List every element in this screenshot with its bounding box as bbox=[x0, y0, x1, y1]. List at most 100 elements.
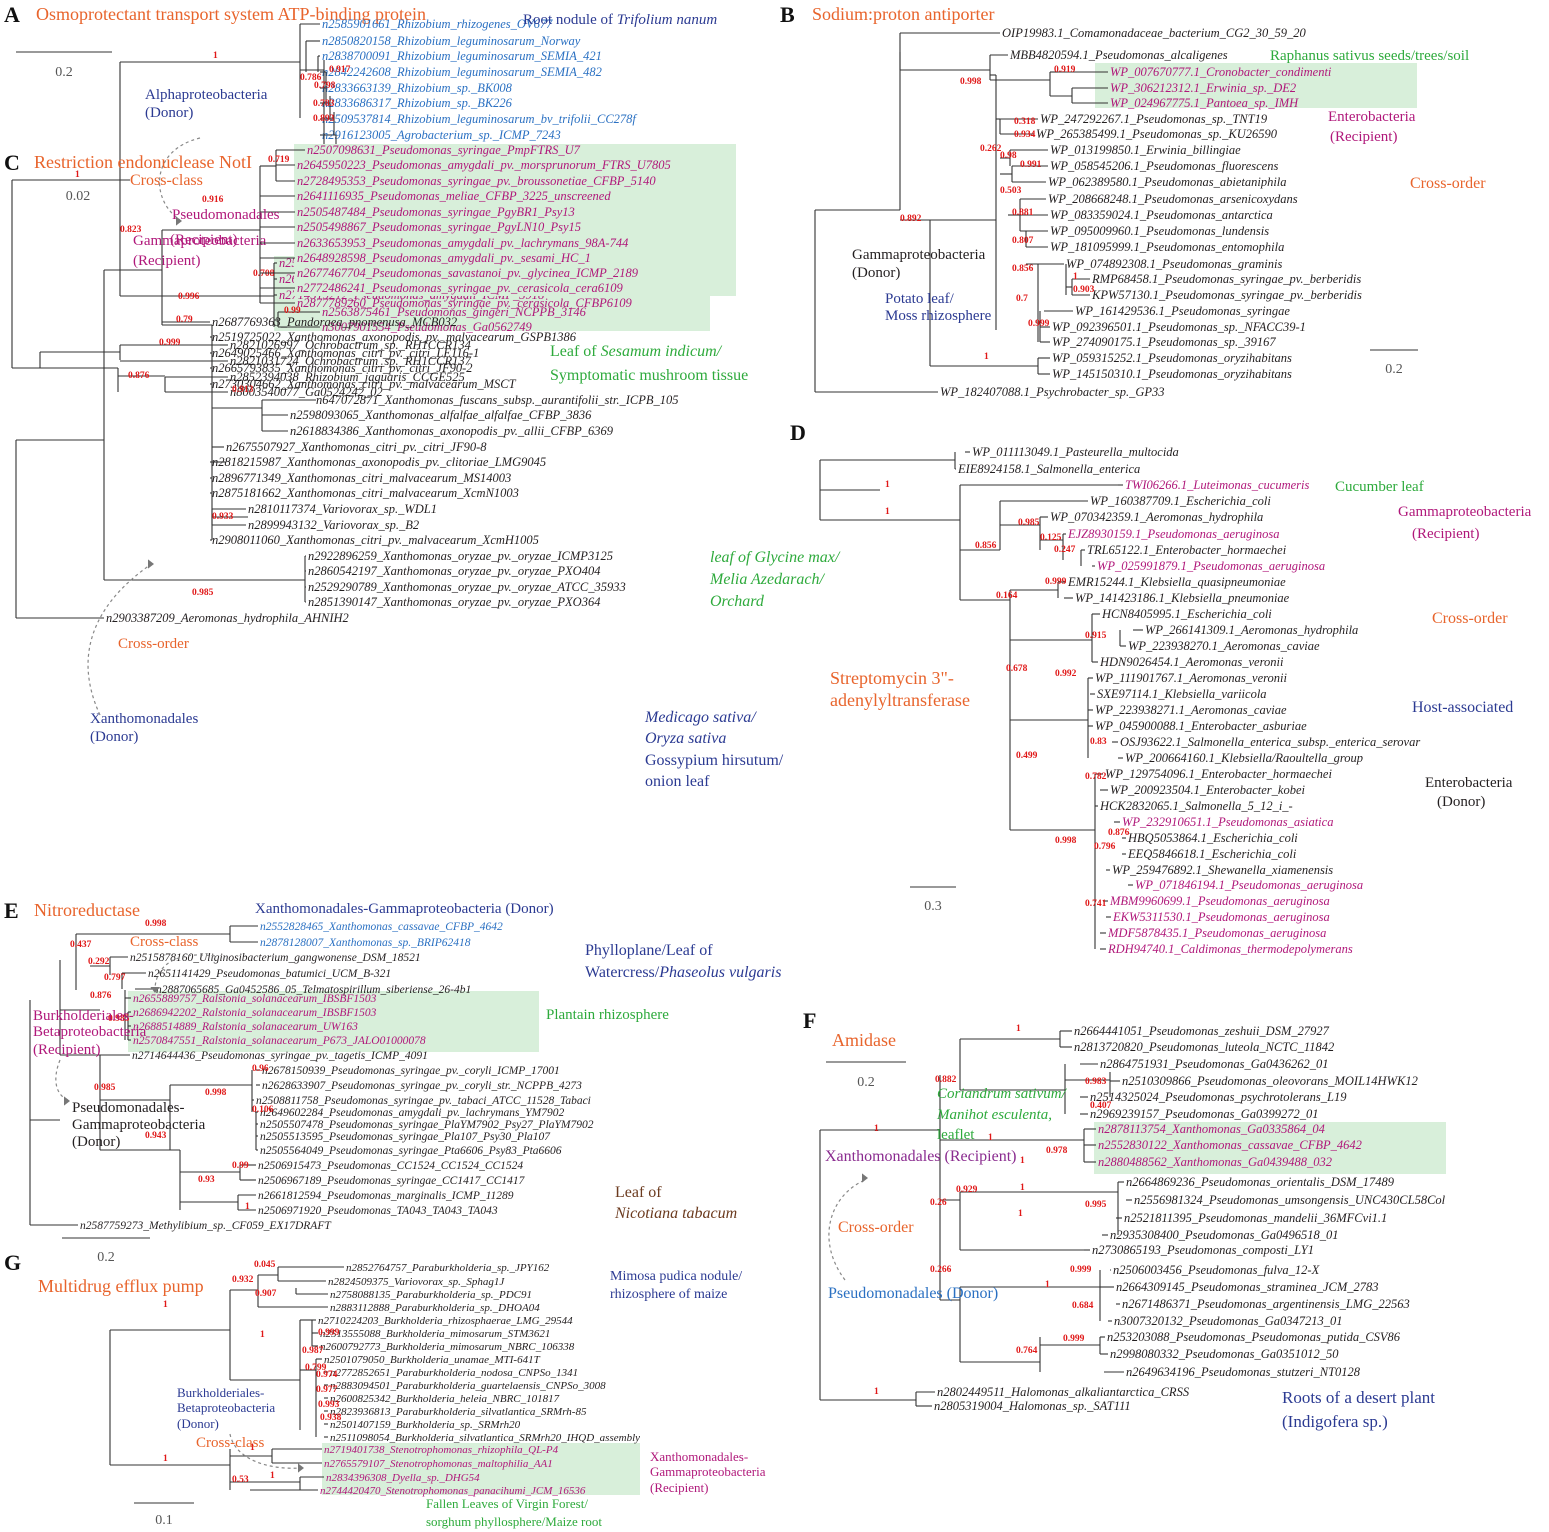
support-value: 0.996 bbox=[178, 292, 200, 302]
leaf-label: n2633653953_Pseudomonas_amygdali_pv._lac… bbox=[297, 236, 628, 250]
support-value: 0.786 bbox=[300, 73, 322, 83]
leaf-label: n2519725022_Xanthomonas_axonopodis_pv._m… bbox=[212, 330, 577, 344]
support-value: 1 bbox=[1016, 1024, 1021, 1034]
annotation: Leaf of bbox=[615, 1184, 662, 1201]
leaf-label: WP_145150310.1_Pseudomonas_oryzihabitans bbox=[1052, 367, 1292, 381]
support-value: 0.99 bbox=[284, 306, 301, 316]
panel-title: Restriction endonuclease NotI bbox=[34, 152, 252, 172]
leaf-label: n2505487484_Pseudomonas_syringae_PgyBR1_… bbox=[297, 205, 575, 219]
leaf-label: WP_013199850.1_Erwinia_billingiae bbox=[1050, 143, 1241, 157]
leaf-label: n2810117374_Variovorax_sp._WDL1 bbox=[248, 502, 437, 516]
scale-label: 0.02 bbox=[66, 189, 91, 204]
annotation: Raphanus sativus seeds/trees/soil bbox=[1270, 48, 1469, 64]
support-value: 0.93 bbox=[198, 1175, 215, 1185]
support-value: 1 bbox=[1073, 272, 1078, 282]
scale-label: 0.1 bbox=[155, 1513, 173, 1528]
leaf-label: WP_274090175.1_Pseudomonas_sp._39167 bbox=[1052, 335, 1276, 349]
support-value: 0.934 bbox=[1014, 130, 1036, 140]
support-value: 0.938 bbox=[320, 1413, 342, 1423]
highlight-box bbox=[1095, 63, 1417, 108]
annotation: Root nodule of Trifolium nanum bbox=[523, 12, 717, 28]
transfer-arrow bbox=[154, 954, 216, 991]
annotation: rhizosphere of maize bbox=[610, 1287, 727, 1302]
support-value: 0.893 bbox=[313, 114, 335, 124]
support-value: 0.892 bbox=[900, 214, 922, 224]
support-value: 0.262 bbox=[980, 144, 1002, 154]
leaf-label: n2677467704_Pseudomonas_savastanoi_pv._g… bbox=[297, 266, 639, 280]
support-value: 1 bbox=[1018, 1209, 1023, 1219]
support-value: 1 bbox=[874, 1124, 879, 1134]
leaf-label: n2521811395_Pseudomonas_mandelii_36MFCvi… bbox=[1124, 1211, 1387, 1225]
support-value: 0.991 bbox=[1020, 160, 1042, 170]
support-value: 0.807 bbox=[1012, 236, 1034, 246]
leaf-label: n2570847551_Ralstonia_solanacearum_P673_… bbox=[133, 1035, 426, 1047]
support-value: 0.917 bbox=[329, 65, 351, 75]
leaf-label: n253203088_Pseudomonas_Pseudomonas_putid… bbox=[1107, 1330, 1401, 1344]
leaf-label: n2877789260_Pseudomonas_syringae_pv._cer… bbox=[297, 296, 633, 310]
support-value: 0.96 bbox=[252, 1064, 269, 1074]
leaf-label: n2834396308_Dyella_sp._DHG54 bbox=[326, 1472, 480, 1484]
support-value: 0.796 bbox=[1094, 842, 1116, 852]
support-value: 0.985 bbox=[108, 1014, 130, 1024]
panel-title: Sodium:proton antiporter bbox=[812, 4, 994, 24]
leaf-label: n2509537814_Rhizobium_leguminosarum_bv_t… bbox=[322, 112, 637, 126]
annotation: Cross-class bbox=[196, 1435, 264, 1451]
leaf-label: n2772486241_Pseudomonas_syringae_pv._cer… bbox=[297, 281, 624, 295]
annotation: (Recipient) bbox=[1330, 129, 1397, 145]
annotation: (Recipient) bbox=[170, 232, 237, 248]
leaf-label: WP_266141309.1_Aeromonas_hydrophila bbox=[1145, 623, 1358, 637]
annotation: Roots of a desert plant bbox=[1282, 1388, 1435, 1407]
annotation: onion leaf bbox=[645, 773, 710, 790]
leaf-label: n2878128007_Xanthomonas_sp._BRIP62418 bbox=[260, 937, 471, 949]
leaf-label: n2505564049_Pseudomonas_syringae_Pta6606… bbox=[260, 1145, 562, 1157]
leaf-label: n2852394038_Rhizobium_jaguaris_CCGE525 bbox=[230, 370, 465, 384]
leaf-label: n2513555088_Burkholderia_mimosarum_STM36… bbox=[320, 1328, 550, 1340]
support-value: 1 bbox=[270, 1471, 275, 1481]
arrow-head-icon bbox=[862, 1173, 868, 1183]
leaf-label: n2833686317_Rhizobium_sp._BK226 bbox=[322, 96, 513, 110]
leaf-label: n3007901554_Pseudomonas_Ga0562749 bbox=[322, 320, 532, 334]
leaf-label: n2507098631_Pseudomonas_syringae_PmpFTRS… bbox=[307, 143, 581, 157]
leaf-label: n2552830122_Xanthomonas_cassavae_CFBP_46… bbox=[1098, 1138, 1362, 1152]
panel-title: Streptomycin 3"- bbox=[830, 668, 954, 688]
leaf-label: EIE8924158.1_Salmonella_enterica bbox=[957, 462, 1140, 476]
support-value: 0.741 bbox=[1085, 899, 1107, 909]
support-value: 0.98 bbox=[1000, 151, 1017, 161]
support-value: 0.125 bbox=[1040, 533, 1062, 543]
support-value: 0.882 bbox=[935, 1075, 957, 1085]
support-value: 0.977 bbox=[316, 1385, 338, 1395]
leaf-label: n2719401738_Stenotrophomonas_rhizophila_… bbox=[324, 1444, 559, 1456]
highlight-box bbox=[322, 1443, 640, 1495]
support-value: 0.164 bbox=[996, 591, 1018, 601]
leaf-label: WP_129754096.1_Enterobacter_hormaechei bbox=[1105, 767, 1332, 781]
support-value: 1 bbox=[885, 507, 890, 517]
support-value: 0.998 bbox=[145, 919, 167, 929]
leaf-label: n2552828465_Xanthomonas_cassavae_CFBP_46… bbox=[260, 921, 503, 933]
leaf-label: n2649634196_Pseudomonas_stutzeri_NT0128 bbox=[1126, 1365, 1361, 1379]
transfer-arrow bbox=[158, 137, 201, 221]
leaf-label: n2505513595_Pseudomonas_syringae_Pla107_… bbox=[260, 1131, 551, 1143]
leaf-label: n2880488562_Xanthomonas_Ga0439488_032 bbox=[1098, 1155, 1332, 1169]
support-value: 0.678 bbox=[1006, 664, 1028, 674]
leaf-label: n2922896259_Xanthomonas_oryzae_pv._oryza… bbox=[308, 549, 613, 563]
leaf-label: n2671486371_Pseudomonas_argentinensis_LM… bbox=[1122, 1297, 1410, 1311]
support-value: 0.907 bbox=[255, 1289, 277, 1299]
support-value: 0.998 bbox=[205, 1088, 227, 1098]
support-value: 0.106 bbox=[252, 1105, 274, 1115]
support-value: 0.943 bbox=[145, 1131, 167, 1141]
annotation: Cucumber leaf bbox=[1335, 479, 1424, 495]
leaf-label: n2506967189_Pseudomonas_syringae_CC1417_… bbox=[258, 1175, 526, 1187]
support-value: 0.292 bbox=[88, 957, 110, 967]
panel-letter: G bbox=[4, 1250, 21, 1275]
annotation: Fallen Leaves of Virgin Forest/ bbox=[426, 1496, 588, 1511]
leaf-label: n2887065685_Ga0452586_05_Telmatospirillu… bbox=[156, 984, 471, 996]
support-value: 0.437 bbox=[70, 940, 92, 950]
leaf-label: WP_074892308.1_Pseudomonas_graminis bbox=[1066, 257, 1282, 271]
leaf-label: MBM9960699.1_Pseudomonas_aeruginosa bbox=[1109, 894, 1330, 908]
leaf-label: n2687769363_Pandoraea_pnomenusa_MCB032 bbox=[212, 315, 457, 329]
leaf-label: n2598093065_Xanthomonas_alfalfae_alfalfa… bbox=[290, 408, 592, 422]
annotation: Gammaproteobacteria bbox=[650, 1464, 766, 1479]
leaf-label: n2501407159_Burkholderia_sp._SRMrh20 bbox=[330, 1419, 521, 1431]
leaf-label: n2710224203_Burkholderia_rhizosphaerae_L… bbox=[318, 1315, 573, 1327]
